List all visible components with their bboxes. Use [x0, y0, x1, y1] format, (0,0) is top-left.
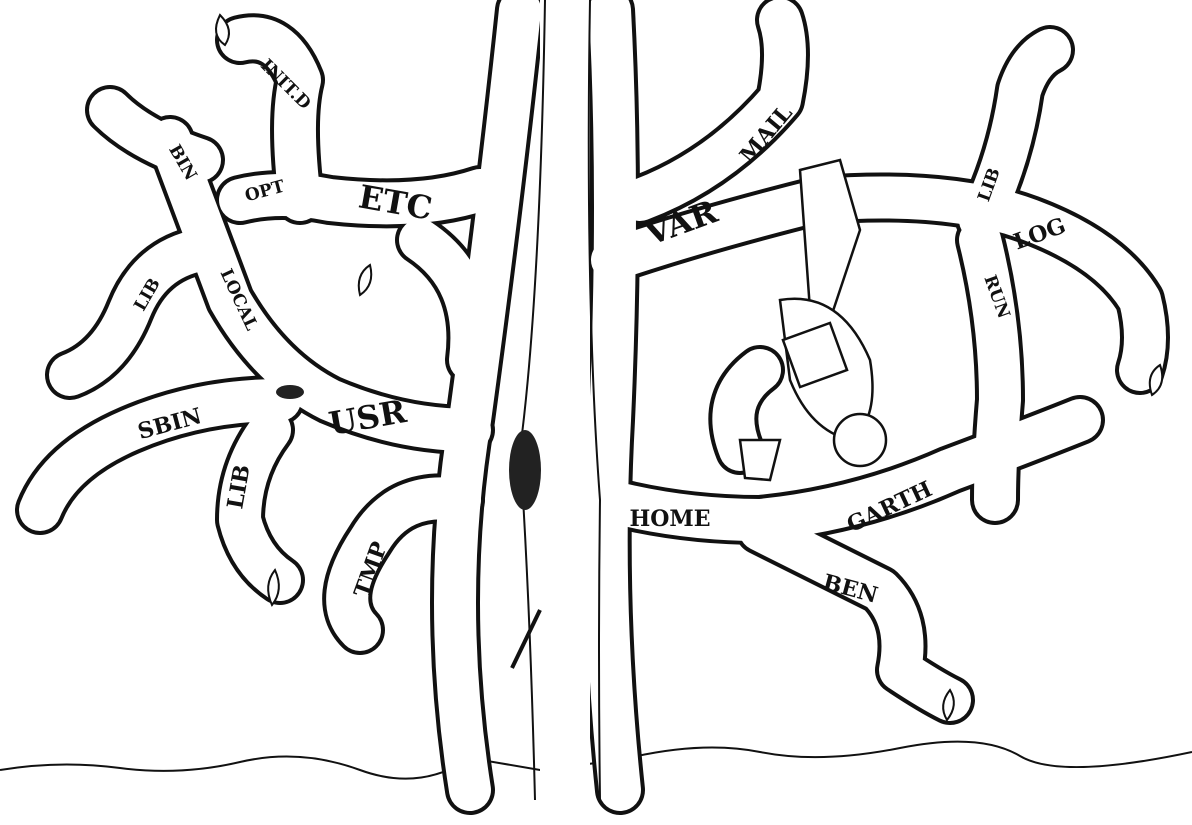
hanging-figure	[738, 158, 888, 482]
leaves	[215, 13, 1164, 722]
label-home: HOME	[629, 506, 710, 532]
left-tree	[15, 0, 545, 815]
knot-hole	[276, 385, 304, 399]
knot-hole	[509, 430, 541, 510]
right-tree	[580, 0, 1170, 815]
